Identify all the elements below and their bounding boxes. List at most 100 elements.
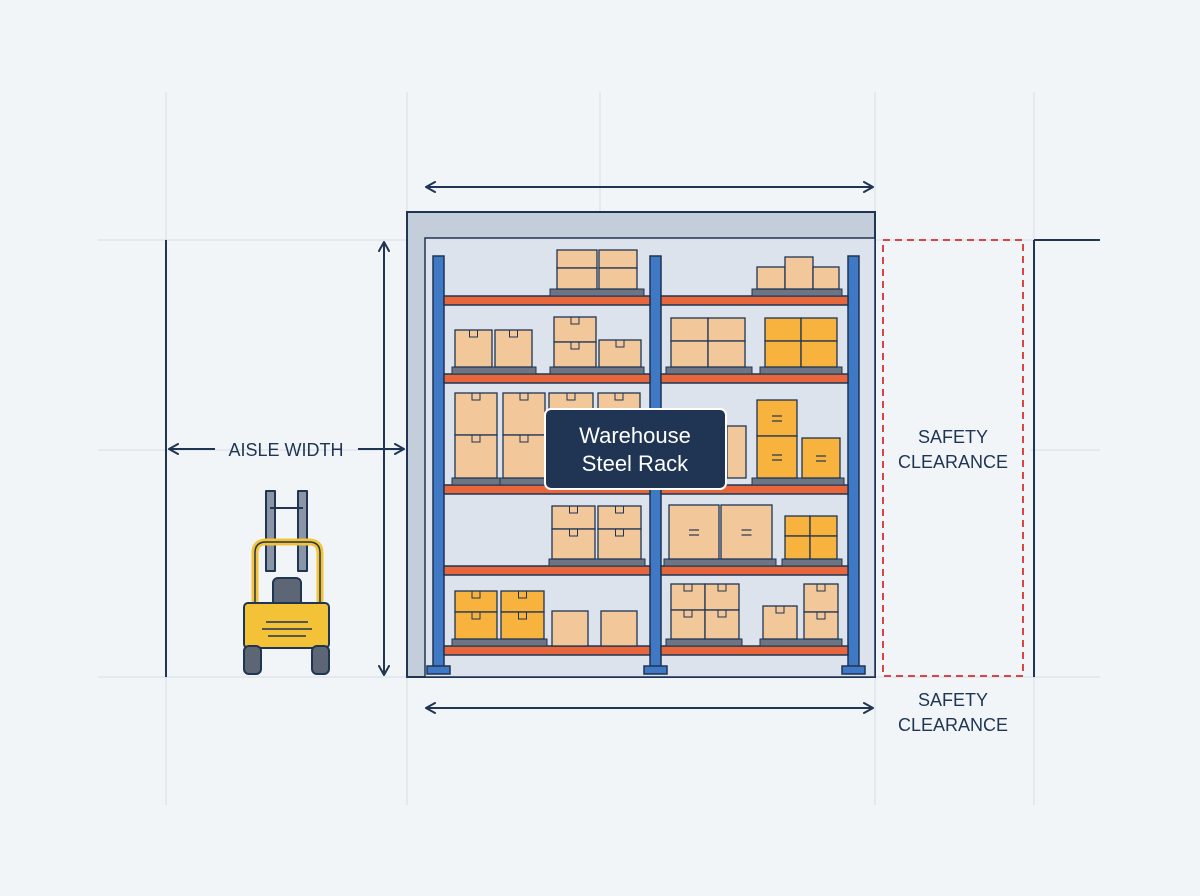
cardboard-box-icon: [670, 583, 706, 611]
shelf-beam: [660, 373, 849, 384]
cardboard-box-icon: [704, 609, 740, 640]
aisle-boundary-lines: [165, 239, 1100, 677]
cardboard-box-icon: [600, 610, 638, 647]
cardboard-box-icon: [551, 528, 596, 560]
cardboard-box-icon: [454, 329, 493, 368]
box-tape: [569, 505, 578, 514]
cardboard-box-icon: [598, 339, 642, 368]
cardboard-box-icon: [809, 535, 838, 560]
box-tape: [518, 611, 527, 620]
box-tape: [683, 609, 693, 618]
pallet: [781, 558, 843, 567]
cardboard-box-icon: [598, 249, 638, 269]
box-tape: [569, 528, 578, 537]
cardboard-box-icon: [502, 392, 546, 436]
safety-clearance-side-line2: CLEARANCE: [898, 452, 1008, 472]
cardboard-box-icon: [454, 392, 498, 436]
cardboard-box-icon: [803, 583, 839, 613]
cardboard-box-icon: [803, 611, 839, 640]
box-tape: [717, 609, 727, 618]
box-tape: [566, 392, 576, 401]
cardboard-box-icon: [726, 425, 747, 479]
cardboard-box-icon: [597, 505, 642, 530]
safety-clearance-bottom-line2: CLEARANCE: [898, 715, 1008, 735]
cardboard-box-icon: [668, 504, 720, 560]
cardboard-box-icon: [801, 437, 841, 479]
box-tape: [615, 528, 624, 537]
box-tape: [471, 590, 481, 599]
dimension-arrows: [168, 181, 874, 714]
pallet: [663, 558, 777, 567]
cardboard-box-icon: [500, 590, 545, 613]
box-tape: [717, 583, 727, 592]
cardboard-box-icon: [670, 317, 709, 342]
box-tape: [570, 341, 580, 350]
box-tape: [615, 339, 625, 348]
stored-boxes: [451, 249, 845, 647]
cardboard-box-icon: [553, 341, 597, 368]
shelf-beam: [660, 645, 849, 656]
box-tape: [519, 392, 529, 401]
cardboard-box-icon: [720, 504, 773, 560]
pallet: [451, 366, 537, 375]
box-tape: [816, 611, 826, 620]
cardboard-box-icon: [704, 583, 740, 611]
shelf-beam: [443, 373, 651, 384]
box-tape: [471, 392, 481, 401]
pallet: [751, 477, 845, 486]
cardboard-box-icon: [784, 535, 811, 560]
cardboard-box-icon: [784, 515, 811, 537]
cardboard-box-icon: [494, 329, 533, 368]
shelf-beam: [443, 645, 651, 656]
cardboard-box-icon: [502, 434, 546, 479]
cardboard-box-icon: [756, 399, 798, 437]
shelf-beam: [443, 295, 651, 306]
cardboard-box-icon: [800, 340, 838, 368]
cardboard-box-icon: [707, 340, 746, 368]
cardboard-box-icon: [556, 267, 598, 290]
shelf-beam: [443, 565, 651, 576]
pallet: [548, 558, 646, 567]
cardboard-box-icon: [670, 609, 706, 640]
forklift-icon: [243, 490, 330, 675]
cardboard-box-icon: [812, 266, 840, 290]
box-tape: [775, 605, 785, 614]
pallet: [665, 366, 753, 375]
cardboard-box-icon: [784, 256, 814, 290]
cardboard-box-icon: [553, 316, 597, 343]
cardboard-box-icon: [809, 515, 838, 537]
box-tape: [471, 611, 481, 620]
cardboard-box-icon: [756, 266, 786, 290]
pallet: [751, 288, 843, 297]
box-tape: [816, 583, 826, 592]
pallet: [549, 288, 645, 297]
shelf-beams: [443, 295, 849, 656]
cardboard-box-icon: [551, 505, 596, 530]
box-tape: [615, 505, 624, 514]
box-tape: [469, 329, 478, 338]
safety-clearance-side-line1: SAFETY: [918, 427, 988, 447]
box-tape: [570, 316, 580, 325]
rack-title-line1: Warehouse: [579, 423, 691, 448]
safety-clearance-bottom-line1: SAFETY: [918, 690, 988, 710]
cardboard-box-icon: [454, 590, 498, 613]
box-tape: [471, 434, 481, 443]
cardboard-box-icon: [500, 611, 545, 640]
pallet: [549, 366, 645, 375]
cardboard-box-icon: [800, 317, 838, 342]
cardboard-box-icon: [756, 435, 798, 479]
box-tape: [509, 329, 518, 338]
box-tape: [614, 392, 624, 401]
aisle-width-label: AISLE WIDTH: [228, 440, 343, 460]
cardboard-box-icon: [598, 267, 638, 290]
pallet: [451, 638, 548, 647]
pallet: [759, 638, 843, 647]
rack-title-box: Warehouse Steel Rack: [544, 408, 727, 490]
cardboard-box-icon: [764, 340, 802, 368]
box-tape: [518, 590, 527, 599]
shelf-beam: [660, 295, 849, 306]
cardboard-box-icon: [707, 317, 746, 342]
cardboard-box-icon: [764, 317, 802, 342]
